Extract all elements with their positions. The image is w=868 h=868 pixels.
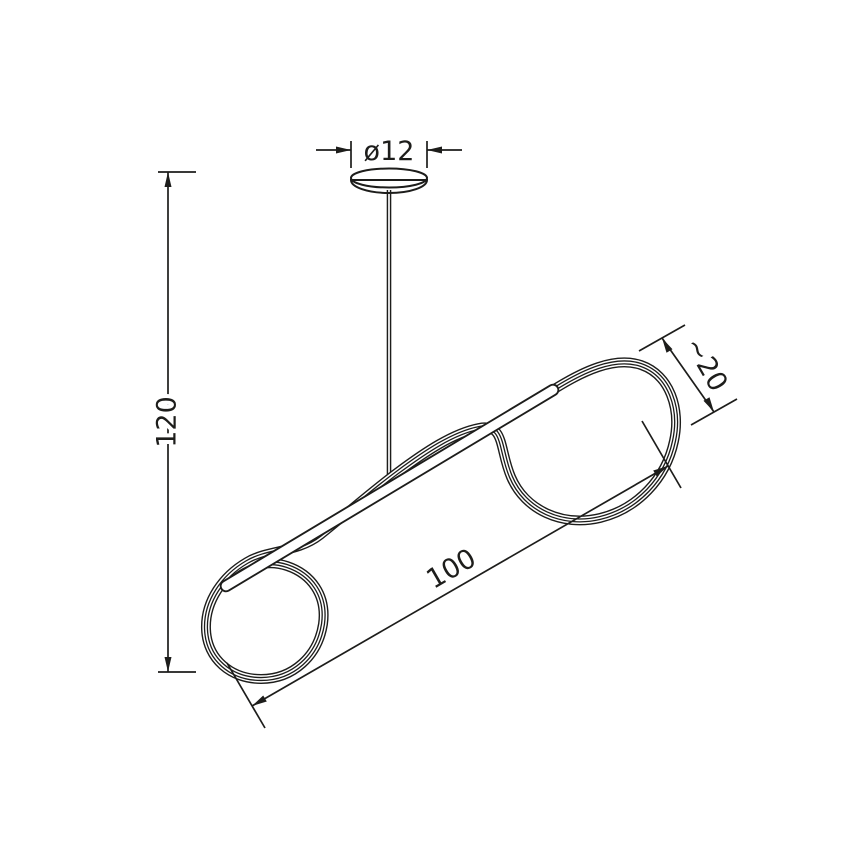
- arrowhead-upleft-icon: [662, 338, 673, 353]
- arrowhead-left-icon: [427, 146, 442, 154]
- dimension-label-loop-depth: ~20: [678, 332, 733, 397]
- arrowhead-downright-icon: [703, 397, 714, 412]
- arrowhead-up-icon: [164, 172, 172, 187]
- led-bar: [219, 383, 560, 593]
- dimension-label-length: 100: [421, 543, 481, 596]
- dimension-label-diameter: ø12: [364, 136, 415, 167]
- arrowhead-upright-icon: [653, 466, 668, 477]
- dimension-diameter: ø12: [316, 132, 462, 171]
- ceiling-canopy: [349, 167, 429, 194]
- dimension-label-height: 120: [152, 396, 183, 448]
- flexible-led-tube: [206, 362, 676, 679]
- arrowhead-downleft-icon: [252, 695, 267, 706]
- arrowhead-down-icon: [164, 657, 172, 672]
- arrowhead-right-icon: [336, 146, 351, 154]
- dimension-height: 120: [148, 171, 196, 673]
